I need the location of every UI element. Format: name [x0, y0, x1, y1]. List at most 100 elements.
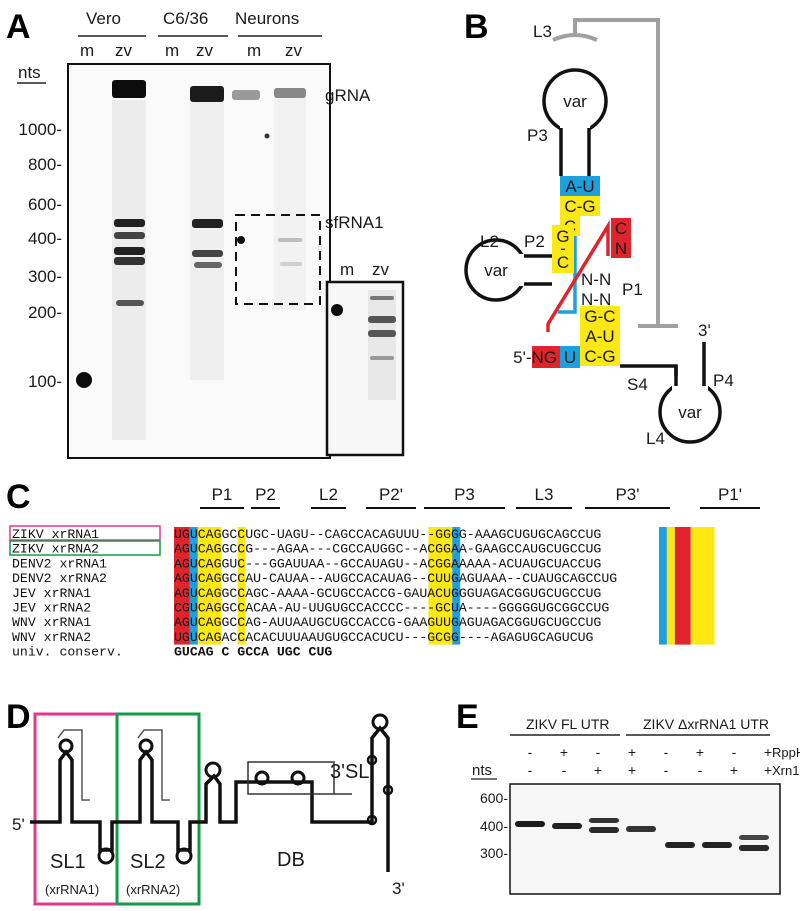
db-loop	[290, 770, 306, 786]
stem-label-p3: P3	[527, 126, 548, 145]
band-e	[552, 823, 582, 829]
inset-lane-label: zv	[372, 260, 390, 279]
alignment-row-seq: AGUCAGGUC---GGAUUAA--GCCAUAGU--ACGGAAAAA…	[174, 556, 601, 571]
pair-cg-bottom	[580, 346, 620, 366]
group-neurons: Neurons	[235, 9, 299, 28]
label-xrrna1: (xrRNA1)	[45, 882, 99, 897]
conserved-red-line	[546, 219, 610, 332]
band-e	[739, 845, 769, 851]
conserved-column	[428, 527, 453, 645]
conserved-column	[658, 527, 667, 645]
five-prime-ng-block	[532, 346, 560, 368]
alignment-header: P2'	[379, 485, 403, 504]
alignment-highlights	[174, 527, 715, 645]
size-marker: 600-	[28, 195, 62, 214]
band-sfrna	[194, 262, 222, 268]
small-hairpin-loop	[204, 761, 222, 779]
group-zikv-dxrrna1-utr: ZIKV ΔxrRNA1 UTR	[643, 716, 769, 732]
p2-g-text: G	[556, 227, 569, 246]
pair-au-top	[560, 176, 600, 196]
xrn1-sign: +	[730, 762, 738, 778]
gel-spot	[264, 133, 270, 139]
pair-au-top-text: A-U	[565, 177, 594, 196]
rpph-sign: -	[596, 744, 601, 760]
label-xrrna2: (xrRNA2)	[126, 882, 180, 897]
band-e	[589, 818, 619, 823]
gel-spot	[331, 304, 343, 316]
three-sl-bulge	[366, 814, 378, 826]
alignment-row-name: JEV xrRNA1	[12, 586, 91, 601]
band-sfrna	[114, 257, 145, 265]
alignment-row-seq: AGUCAGGCCG---AGAA---CGCCAUGGC--ACGGAA-GA…	[174, 542, 601, 557]
band-sfrna	[278, 238, 302, 242]
db-loop	[254, 770, 270, 786]
gel-image-e	[509, 783, 781, 895]
rpph-sign: -	[732, 744, 737, 760]
size-marker: 600-	[480, 790, 508, 806]
panel-e-label: E	[456, 698, 479, 736]
alignment-row-seq: UGUCAGACCACACUUUAAUGUGCCACUCU---GCGG----…	[174, 630, 594, 645]
red-n-text: N	[615, 239, 627, 258]
pair-gc-bottom	[580, 306, 620, 326]
stem-label-p4: P4	[713, 371, 734, 390]
zikv-xrrna2-box	[9, 540, 161, 556]
zoom-box	[235, 214, 321, 305]
inset-lane-label: m	[340, 260, 354, 279]
loop-l2: L2	[480, 232, 499, 251]
size-marker: 100-	[28, 372, 62, 391]
pair-gc-p2	[552, 225, 574, 273]
xrn1-sign: +	[594, 762, 602, 778]
treatment-signs: -+-+-+-+--++--++	[528, 744, 772, 778]
lane-smear	[112, 100, 146, 440]
band-grna	[232, 90, 260, 100]
label-sl1: SL1	[50, 851, 86, 873]
conserved-column	[690, 527, 715, 645]
alignment-row-seq: AGUCAGGCCAGC-AAAA-GCUGCCACCG-GAUACUGGGUA…	[174, 586, 601, 601]
row-label-rpph: RppH	[772, 745, 800, 760]
size-marker: 400-	[480, 818, 508, 834]
db-pseudoknot-box	[247, 761, 335, 795]
size-marker: 1000-	[19, 120, 62, 139]
lane-label: m	[165, 41, 179, 60]
pair-au-bottom	[580, 326, 620, 346]
pair-nn: N-N	[581, 290, 611, 309]
pseudoknot-line	[573, 18, 660, 326]
alignment-row-name: JEV xrRNA2	[12, 601, 91, 616]
band-inset	[370, 356, 394, 360]
rpph-sign: +	[560, 744, 568, 760]
band-inset	[368, 316, 396, 323]
group-c636: C6/36	[163, 9, 208, 28]
xrn1-sign: +	[764, 762, 772, 778]
stem-label-p1: P1	[622, 280, 643, 299]
band-label-grna: gRNA	[325, 86, 371, 105]
band-sfrna	[114, 247, 145, 255]
rpph-sign: -	[528, 744, 533, 760]
lane-label: m	[80, 41, 94, 60]
three-sl-bulge	[366, 754, 378, 766]
red-cn-block	[611, 218, 631, 258]
conserved-column	[197, 527, 222, 645]
lane-smear	[190, 100, 224, 380]
alignment-row-name: ZIKV xrRNA2	[12, 542, 99, 557]
panel-d-label: D	[6, 698, 31, 736]
lane-label: zv	[285, 41, 303, 60]
size-marker: 400-	[28, 229, 62, 248]
panel-a-label: A	[6, 8, 31, 46]
pair-cg-top	[560, 196, 600, 216]
zikv-xrrna1-box	[9, 525, 161, 541]
unit-nts: nts	[18, 63, 41, 82]
sl2-box	[115, 712, 201, 906]
band-grna	[190, 86, 224, 102]
size-marker: 300-	[28, 267, 62, 286]
rpph-sign: +	[764, 744, 772, 760]
xrn1-sign: -	[528, 762, 533, 778]
pair-au-bottom-text: A-U	[585, 327, 614, 346]
gel-spot	[237, 236, 245, 244]
sl2-loop	[138, 738, 154, 754]
conserved-column	[666, 527, 675, 645]
alignment-row-name: DENV2 xrRNA1	[12, 556, 107, 571]
band-e	[702, 842, 732, 848]
three-sl-loop	[371, 713, 389, 731]
band-grna	[274, 88, 306, 98]
